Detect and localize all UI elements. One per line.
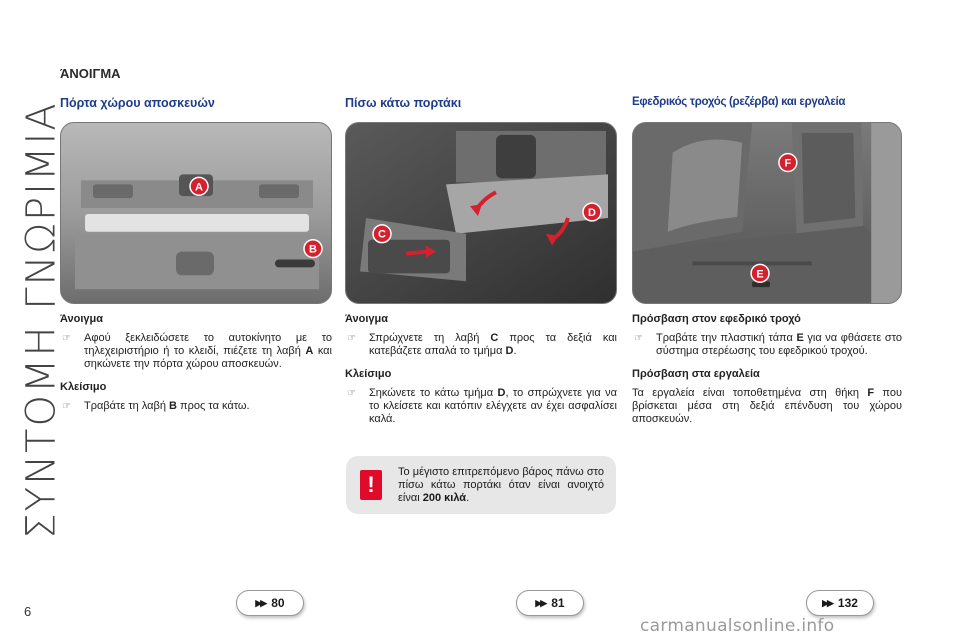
warning-icon: ! <box>360 470 382 500</box>
label-a: A <box>195 181 203 193</box>
list-item: ☞ Αφού ξεκλειδώσετε το αυτοκίνητο με το … <box>62 332 332 370</box>
label-c: C <box>378 229 386 241</box>
lower-tailgate-photo: C D <box>345 122 617 304</box>
column-spare-wheel: Εφεδρικός τροχός (ρεζέρβα) και εργαλεία … <box>632 96 902 436</box>
list-item: ☞ Σηκώνετε το κάτω τμήμα D, το σπρώχνετε… <box>347 387 617 425</box>
column-lower-tailgate: Πίσω κάτω πορτάκι C <box>345 96 617 436</box>
hand-icon: ☞ <box>62 401 71 412</box>
page-ref-132[interactable]: ▶▶132 <box>806 590 874 616</box>
page-ref-80[interactable]: ▶▶80 <box>236 590 304 616</box>
fast-forward-icon: ▶▶ <box>535 597 547 608</box>
subheading-opening: Άνοιγμα <box>60 313 104 325</box>
warning-box: ! Το μέγιστο επιτρεπόμενο βάρος πάνω στο… <box>346 456 616 514</box>
list-item: ☞ Τραβάτε την πλαστική τάπα E για να φθά… <box>634 332 902 357</box>
subheading-closing: Κλείσιμο <box>345 368 392 380</box>
label-b-marker: B <box>303 238 323 259</box>
subheading-closing: Κλείσιμο <box>60 381 107 393</box>
page-ref-81[interactable]: ▶▶81 <box>516 590 584 616</box>
hand-icon: ☞ <box>347 388 356 399</box>
hand-icon: ☞ <box>347 333 356 344</box>
subheading-opening: Άνοιγμα <box>345 313 389 325</box>
side-title: ΣΥΝΤΟΜΗ ΓΝΩΡΙΜΙΑ <box>19 101 65 539</box>
hand-icon: ☞ <box>62 333 71 344</box>
fast-forward-icon: ▶▶ <box>822 597 834 608</box>
hand-icon: ☞ <box>634 333 643 344</box>
list-item: ☞ Σπρώχνετε τη λαβή C προς τα δεξιά και … <box>347 332 618 357</box>
column-text: Άνοιγμα ☞ Αφού ξεκλειδώσετε το αυτοκίνητ… <box>60 313 332 413</box>
subheading-tools-access: Πρόσβαση στα εργαλεία <box>632 368 760 380</box>
label-e-marker: E <box>750 263 770 283</box>
warning-text: Το μέγιστο επιτρεπόμενο βάρος πάνω στο π… <box>398 465 604 504</box>
page-number: 6 <box>24 604 32 619</box>
label-b: B <box>309 244 317 256</box>
label-e: E <box>756 268 763 280</box>
spare-wheel-photo: F E <box>632 122 902 304</box>
column-title: Πόρτα χώρου αποσκευών <box>60 96 215 110</box>
label-f-marker: F <box>778 152 798 173</box>
label-d: D <box>588 207 596 219</box>
column-text: Άνοιγμα ☞ Σπρώχνετε τη λαβή C προς τα δε… <box>345 313 617 426</box>
column-title: Εφεδρικός τροχός (ρεζέρβα) και εργαλεία <box>632 96 846 108</box>
paragraph: Τα εργαλεία είναι τοποθετημένα στη θήκη … <box>632 387 902 425</box>
tailgate-photo: A B <box>60 122 332 304</box>
column-tailgate: Πόρτα χώρου αποσκευών A B <box>60 96 332 423</box>
column-title: Πίσω κάτω πορτάκι <box>345 96 462 110</box>
label-c-marker: C <box>372 224 392 244</box>
label-f: F <box>785 158 792 170</box>
subheading-spare-wheel-access: Πρόσβαση στον εφεδρικό τροχό <box>632 313 801 325</box>
fast-forward-icon: ▶▶ <box>255 597 267 608</box>
section-title: ΆΝΟΙΓΜΑ <box>60 66 121 81</box>
label-d-marker: D <box>582 202 602 222</box>
label-a-marker: A <box>189 176 209 196</box>
watermark: carmanualsonline.info <box>640 616 835 636</box>
list-item: ☞ Τραβάτε τη λαβή B προς τα κάτω. <box>62 400 250 412</box>
column-text: Πρόσβαση στον εφεδρικό τροχό ☞ Τραβάτε τ… <box>632 313 902 426</box>
